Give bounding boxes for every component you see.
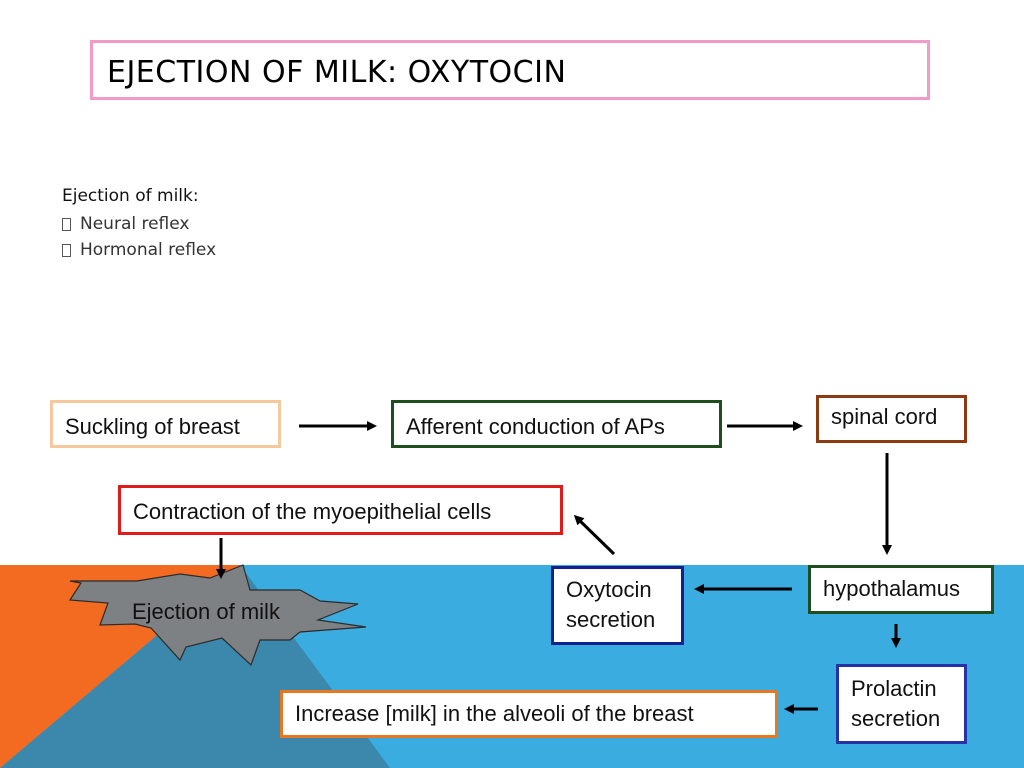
node-label: Increase [milk] in the alveoli of the br…: [295, 701, 694, 726]
node-hypothalamus: hypothalamus: [808, 565, 994, 614]
node-prolactin: Prolactin secretion: [836, 664, 967, 744]
node-label-line1: Oxytocin: [566, 577, 652, 602]
node-label: Afferent conduction of APs: [406, 414, 665, 439]
bullet-label: Hormonal reflex: [80, 240, 217, 260]
intro-heading: Ejection of milk:: [62, 186, 199, 206]
bullet-box-icon: [62, 243, 71, 257]
node-increase: Increase [milk] in the alveoli of the br…: [280, 690, 778, 738]
node-label-line1: Prolactin: [851, 676, 937, 701]
node-spinal-cord: spinal cord: [816, 395, 967, 443]
title-box: EJECTION OF MILK: OXYTOCIN: [90, 40, 930, 100]
node-ejection-label: Ejection of milk: [132, 599, 280, 624]
node-label: spinal cord: [831, 404, 938, 429]
node-contraction: Contraction of the myoepithelial cells: [118, 485, 563, 535]
node-suckling: Suckling of breast: [50, 400, 281, 448]
intro-list: Ejection of milk: Neural reflex Hormonal…: [62, 186, 216, 266]
node-label: Contraction of the myoepithelial cells: [133, 499, 492, 524]
bullet-box-icon: [62, 217, 71, 231]
node-label: hypothalamus: [823, 576, 960, 601]
bullet-neural-reflex: Neural reflex: [62, 214, 216, 234]
node-label: Suckling of breast: [65, 414, 240, 439]
bullet-label: Neural reflex: [80, 214, 190, 234]
page-title: EJECTION OF MILK: OXYTOCIN: [107, 55, 567, 90]
node-oxytocin: Oxytocin secretion: [551, 566, 684, 645]
bullet-hormonal-reflex: Hormonal reflex: [62, 240, 216, 260]
node-label-line2: secretion: [851, 706, 941, 731]
arrow-up-left-icon: [573, 514, 616, 556]
node-label-line2: secretion: [566, 607, 656, 632]
node-afferent: Afferent conduction of APs: [391, 400, 722, 448]
